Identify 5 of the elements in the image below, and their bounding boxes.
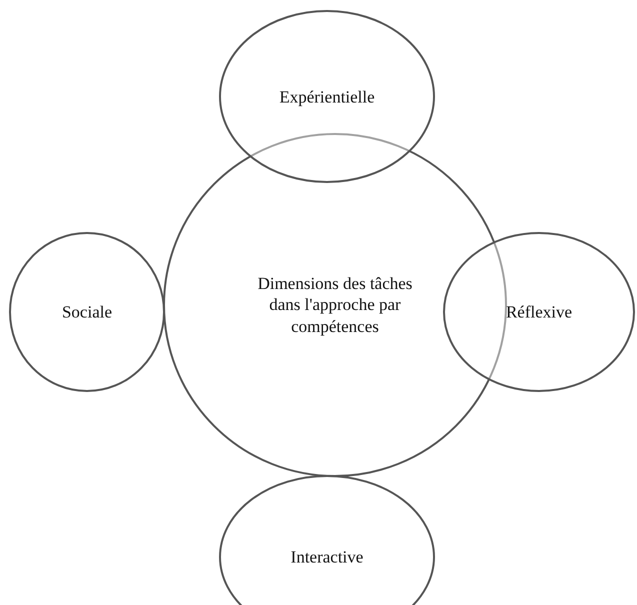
dimension-label: Sociale: [60, 301, 114, 323]
center-label: Dimensions des tâches dans l'approche par compétences: [256, 273, 414, 337]
dimension-label: Expérientielle: [278, 86, 376, 108]
dimension-label: Interactive: [290, 546, 364, 568]
dimension-label: Réflexive: [504, 301, 574, 323]
